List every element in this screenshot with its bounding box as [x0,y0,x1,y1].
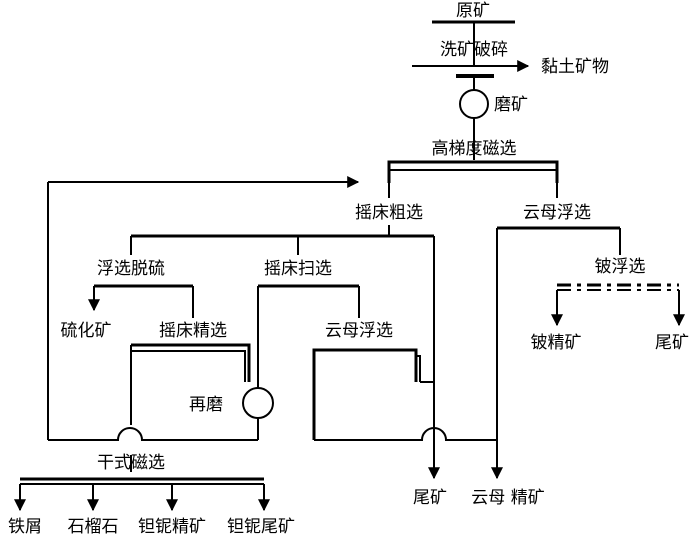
bottom-collector-right [314,427,497,441]
tailings-mid-label: 尾矿 [413,488,447,508]
tanb-tail-label: 钽铌尾矿 [227,517,295,537]
dry-mag-label: 干式磁选 [97,453,165,473]
wash-crush-label: 洗矿破碎 [440,40,508,60]
grinding-mill-icon [459,89,489,119]
table-scav-label: 摇床扫选 [264,259,332,279]
tanb-conc-label: 钽铌精矿 [138,517,206,537]
be-flot-label: 铍浮选 [595,257,646,277]
hgms-label: 高梯度磁选 [432,139,517,159]
hgms-bracket [387,160,559,183]
mica-flot-inner-outer [312,348,418,440]
sulfide-label: 硫化矿 [61,321,112,341]
grinding-label: 磨矿 [494,95,528,115]
be-tail-label: 尾矿 [655,333,689,353]
raw-ore-label: 原矿 [456,1,490,21]
mica-flot-inner-step [416,355,421,382]
flot-desulf-label: 浮选脱硫 [97,259,165,279]
clay-minerals-label: 黏土矿物 [541,57,609,77]
table-clean-inner [130,349,246,382]
table-rough-label: 摇床粗选 [355,203,423,223]
mica-flot-inner-label: 云母浮选 [325,321,393,341]
bottom-collector-left [48,427,258,441]
mica-conc-label: 云母 精矿 [471,488,544,508]
regrind-label: 再磨 [189,395,223,415]
table-clean-label: 摇床精选 [159,321,227,341]
garnet-label: 石榴石 [68,517,119,537]
flow-lines [14,20,685,512]
iron-filings-label: 铁屑 [8,517,42,537]
be-conc-label: 铍精矿 [531,333,582,353]
mica-flot-right-label: 云母浮选 [523,203,591,223]
table-clean-outer [131,343,251,382]
labels: 原矿 洗矿破碎 黏土矿物 磨矿 高梯度磁选 摇床粗选 云母浮选 浮选脱硫 摇床扫… [8,1,689,537]
regrind-mill-icon [242,387,274,419]
